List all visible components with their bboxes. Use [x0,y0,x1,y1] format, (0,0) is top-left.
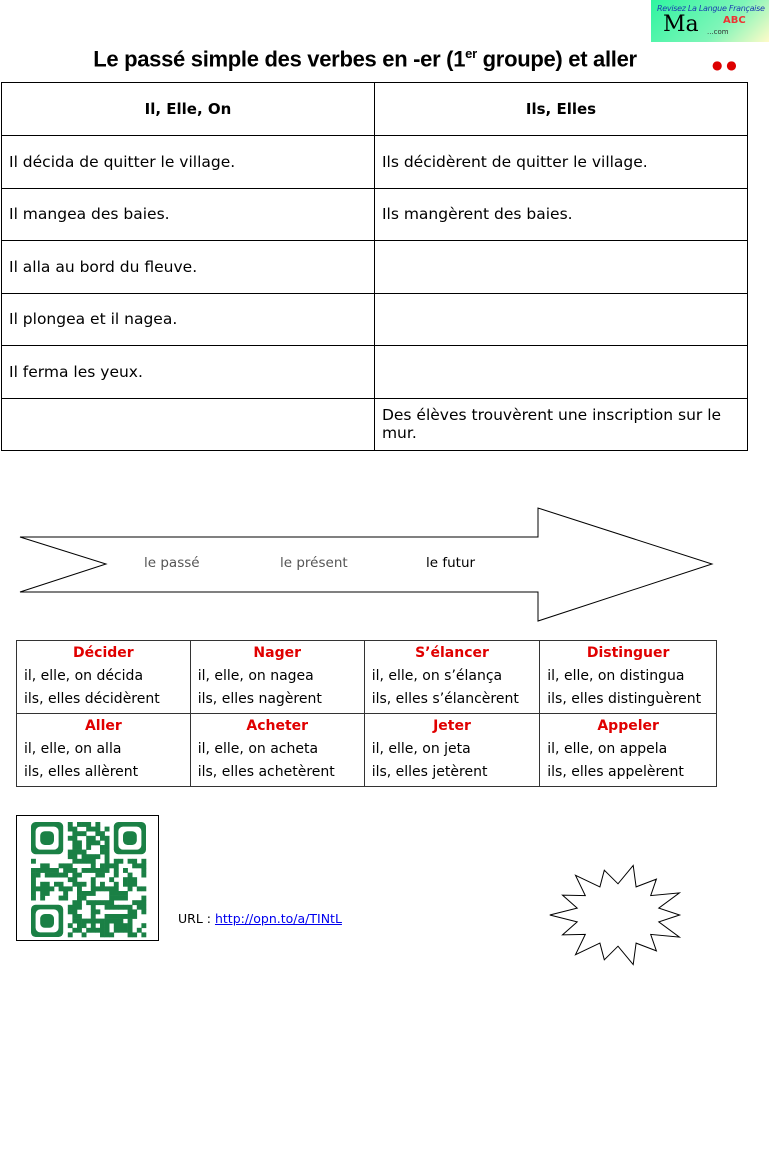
verb-heading: S’élancer [415,645,489,661]
page-title: Le passé simple des verbes en -er (1er g… [93,46,637,72]
verb-heading: Nager [253,645,301,661]
cell: Des élèves trouvèrent une inscription su… [373,397,749,451]
table-row: Il alla au bord du fleuve. [1,240,749,294]
cell: Ils mangèrent des baies. [373,187,749,241]
table-row: Il plongea et il nagea. [1,292,749,346]
starburst-shape [549,864,682,966]
verb-singular: il, elle, on alla [24,741,122,757]
ladybug-icon: ● ● [712,58,737,72]
cell: Il ferma les yeux. [1,345,375,399]
header-plural: Ils, Elles [373,82,749,136]
cell: Il mangea des baies. [1,187,375,241]
cell: Il décida de quitter le village. [1,135,375,189]
verb-reference-table: Décider il, elle, on décida ils, elles déc… [16,640,717,787]
verb-singular: il, elle, on jeta [371,741,471,757]
verb-cell: S’élancer il, elle, on s’élança ils, elles… [363,640,541,714]
verb-plural: ils, elles achetèrent [197,764,335,780]
url-label: URL : [178,911,215,926]
timeline-present: le présent [280,555,348,571]
verb-singular: il, elle, on appela [547,741,668,757]
qr-code [16,815,159,941]
verb-plural: ils, elles jetèrent [371,764,488,780]
cell: Ils décidèrent de quitter le village. [373,135,749,189]
verb-plural: ils, elles allèrent [24,764,139,780]
timeline-future: le futur [426,555,476,571]
verb-plural: ils, elles décidèrent [24,691,160,707]
verb-plural: ils, elles distinguèrent [547,691,702,707]
verb-heading: Décider [73,645,134,661]
answer-cell[interactable] [1,397,375,451]
url-link[interactable]: http://opn.to/a/TINtL [214,911,342,926]
header-singular: Il, Elle, On [1,82,375,136]
verb-cell: Distinguer il, elle, on distingua ils, ell… [539,640,717,714]
answer-cell[interactable] [373,345,749,399]
verb-singular: il, elle, on acheta [197,741,319,757]
answer-cell[interactable] [373,292,749,346]
verb-heading: Jeter [433,718,471,734]
cell: Il alla au bord du fleuve. [1,240,375,294]
verb-cell: Jeter il, elle, on jeta ils, elles jetèren… [363,713,541,787]
timeline-past: le passé [144,555,200,571]
verb-cell: Décider il, elle, on décida ils, elles déc… [16,640,191,714]
table-row: Des élèves trouvèrent une inscription su… [1,397,749,451]
verb-heading: Aller [84,718,122,734]
timeline-arrow [19,507,714,622]
cell: Il plongea et il nagea. [1,292,375,346]
verb-singular: il, elle, on distingua [547,668,685,684]
verb-cell: Nager il, elle, on nagea ils, elles nagère… [189,640,365,714]
url-line: URL : http://opn.to/a/TINtL [178,911,342,926]
answer-cell[interactable] [373,240,749,294]
verb-singular: il, elle, on s’élança [371,668,503,684]
table-row: Il décida de quitter le village.Ils déci… [1,135,749,189]
verb-cell: Acheter il, elle, on acheta ils, elles ach… [189,713,365,787]
verb-heading: Distinguer [586,645,670,661]
table-row: Il mangea des baies.Ils mangèrent des ba… [1,187,749,241]
verb-heading: Acheter [246,718,309,734]
verb-plural: ils, elles appelèrent [547,764,684,780]
verb-cell: Appeler il, elle, on appela ils, elles app… [539,713,717,787]
table-row: Il ferma les yeux. [1,345,749,399]
verb-heading: Appeler [597,718,659,734]
site-logo: Revisez La Langue Française Ma ABC ...co… [651,0,769,42]
verb-singular: il, elle, on décida [24,668,144,684]
verb-cell: Aller il, elle, on alla ils, elles allèren… [16,713,191,787]
qr-code-icon [31,822,147,938]
verb-plural: ils, elles nagèrent [197,691,322,707]
verb-plural: ils, elles s’élancèrent [371,691,519,707]
verb-singular: il, elle, on nagea [197,668,314,684]
